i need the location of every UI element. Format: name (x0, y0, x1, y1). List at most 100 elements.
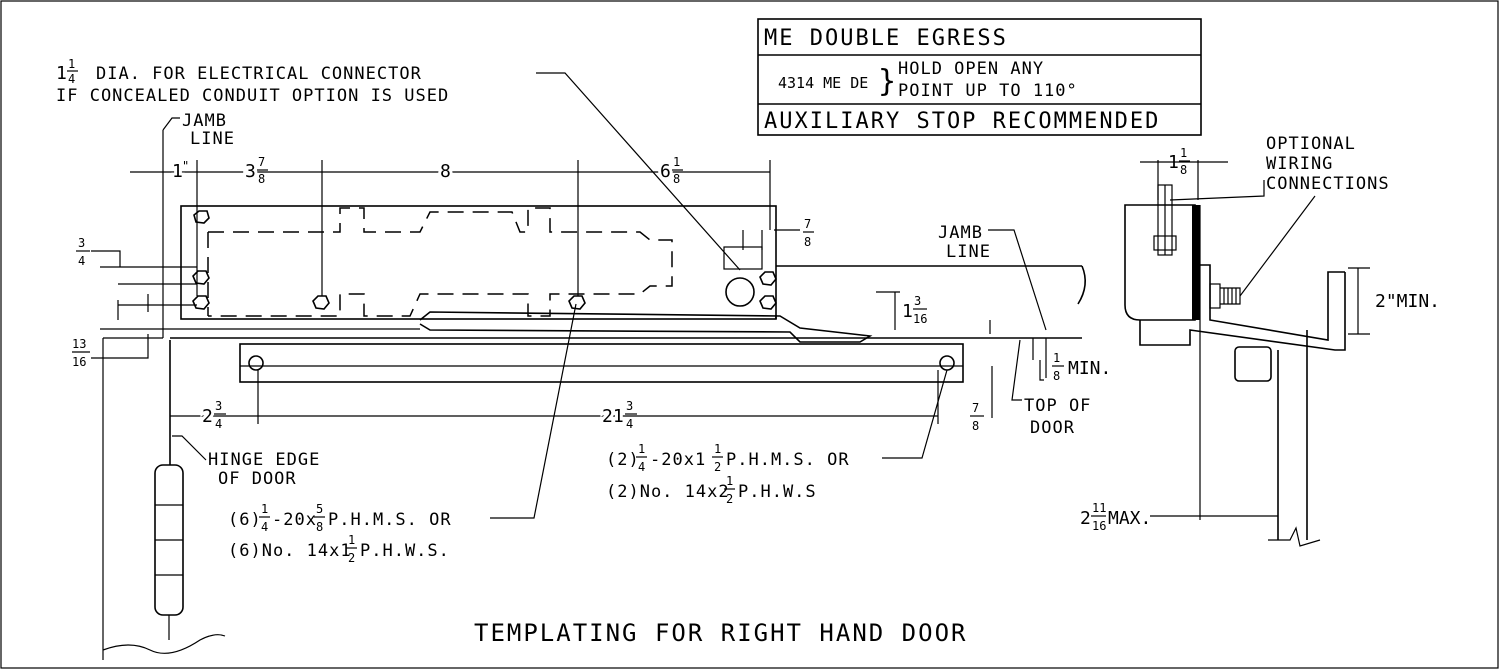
svg-text:(2): (2) (606, 450, 640, 470)
svg-text:1: 1 (673, 155, 680, 169)
title-desc-2: POINT UP TO 110° (898, 81, 1078, 101)
svg-text:1: 1 (172, 161, 183, 182)
title-row3: AUXILIARY STOP RECOMMENDED (764, 109, 1160, 134)
svg-text:P.H.M.S. OR: P.H.M.S. OR (726, 450, 850, 470)
svg-text:1: 1 (56, 63, 67, 84)
svg-text:8: 8 (972, 419, 979, 433)
title-model: 4314 ME DE (778, 74, 868, 92)
svg-text:8: 8 (316, 520, 323, 534)
dim-1-3-16: 1 3 16 (876, 291, 927, 330)
svg-text:4: 4 (626, 417, 633, 431)
screw-note-six: (6) 1 4 -20x 5 8 P.H.M.S. OR (6)No. 14x1… (228, 303, 577, 565)
svg-text:LINE: LINE (946, 242, 991, 262)
electrical-note-line1: DIA. FOR ELECTRICAL CONNECTOR (96, 64, 422, 84)
svg-text:8: 8 (440, 161, 451, 182)
svg-text:11: 11 (1092, 501, 1106, 515)
svg-text:3: 3 (914, 294, 921, 308)
svg-text:CONNECTIONS: CONNECTIONS (1266, 174, 1390, 194)
svg-text:P.H.M.S. OR: P.H.M.S. OR (328, 510, 452, 530)
svg-text:MAX.: MAX. (1108, 508, 1151, 529)
svg-text:3: 3 (245, 161, 256, 182)
svg-text:LINE: LINE (190, 129, 235, 149)
svg-text:16: 16 (1092, 519, 1106, 533)
svg-text:8: 8 (1180, 163, 1187, 177)
footer-title: TEMPLATING FOR RIGHT HAND DOOR (474, 619, 967, 647)
svg-text:HINGE EDGE: HINGE EDGE (208, 450, 320, 470)
svg-text:4: 4 (78, 254, 85, 268)
svg-text:(2)No. 14x2: (2)No. 14x2 (606, 482, 730, 502)
svg-text:4: 4 (68, 72, 75, 86)
svg-text:1: 1 (638, 442, 645, 456)
title-desc-1: HOLD OPEN ANY (898, 59, 1044, 79)
svg-text:1: 1 (261, 502, 268, 516)
svg-text:1: 1 (68, 57, 75, 71)
svg-text:21: 21 (602, 406, 624, 427)
svg-text:3: 3 (78, 236, 85, 250)
svg-text:2: 2 (726, 492, 733, 506)
svg-text:13: 13 (72, 337, 86, 351)
svg-text:8: 8 (258, 172, 265, 186)
svg-text:5: 5 (316, 502, 323, 516)
svg-text:2: 2 (348, 551, 355, 565)
svg-text:TOP OF: TOP OF (1024, 396, 1091, 416)
side-view: 1 1 8 2"MIN. 2 11 16 MAX. OPTIONAL WIRIN (1080, 134, 1440, 547)
svg-text:1: 1 (714, 442, 721, 456)
jamb-line-left: JAMB LINE (162, 111, 235, 338)
svg-text:7: 7 (258, 155, 265, 169)
svg-text:JAMB: JAMB (182, 111, 227, 131)
hinge-edge: HINGE EDGE OF DOOR (102, 337, 320, 660)
svg-text:P.H.W.S: P.H.W.S (738, 482, 817, 502)
bottom-dimensions: 2 3 4 21 3 4 7 8 (170, 366, 993, 433)
svg-text:4: 4 (261, 520, 268, 534)
svg-text:P.H.W.S.: P.H.W.S. (360, 541, 450, 561)
electrical-note-line2: IF CONCEALED CONDUIT OPTION IS USED (56, 86, 449, 106)
svg-text:8: 8 (804, 235, 811, 249)
svg-text:DOOR: DOOR (1030, 418, 1075, 438)
svg-text:1: 1 (1180, 146, 1187, 160)
svg-text:16: 16 (72, 355, 86, 369)
jamb-line-right: JAMB LINE 1 8 MIN. (938, 223, 1111, 383)
svg-text:OF DOOR: OF DOOR (218, 469, 297, 489)
arm-and-door-top (169, 311, 1082, 465)
svg-text:7: 7 (804, 217, 811, 231)
svg-text:3: 3 (626, 399, 633, 413)
electrical-note: 1 1 4 DIA. FOR ELECTRICAL CONNECTOR IF C… (56, 57, 741, 271)
svg-text:-20x1: -20x1 (650, 450, 706, 470)
svg-text:(6): (6) (228, 510, 262, 530)
svg-text:8: 8 (673, 172, 680, 186)
svg-text:2: 2 (1080, 508, 1091, 529)
svg-text:6: 6 (660, 161, 671, 182)
svg-text:3: 3 (215, 399, 222, 413)
svg-text:7: 7 (972, 401, 979, 415)
svg-text:1: 1 (902, 301, 913, 322)
title-row1: ME DOUBLE EGRESS (764, 26, 1008, 51)
title-brace: } (878, 64, 896, 99)
svg-text:OPTIONAL: OPTIONAL (1266, 134, 1356, 154)
svg-text:4: 4 (215, 417, 222, 431)
svg-text:JAMB: JAMB (938, 223, 983, 243)
svg-text:-20x: -20x (272, 510, 317, 530)
left-dimensions: 3 4 13 16 (72, 236, 420, 369)
svg-text:MIN.: MIN. (1068, 358, 1111, 379)
svg-text:WIRING: WIRING (1266, 154, 1333, 174)
top-of-door-note: TOP OF DOOR (1011, 339, 1091, 438)
svg-text:(6)No. 14x1: (6)No. 14x1 (228, 541, 352, 561)
svg-text:1: 1 (348, 533, 355, 547)
svg-text:2: 2 (714, 460, 721, 474)
svg-text:4: 4 (638, 460, 645, 474)
svg-text:8: 8 (1053, 369, 1060, 383)
svg-text:16: 16 (913, 312, 927, 326)
svg-text:1: 1 (726, 474, 733, 488)
svg-text:1: 1 (1168, 152, 1179, 173)
top-dimensions: 1 " 3 7 8 8 6 1 8 (130, 155, 771, 296)
svg-text:2"MIN.: 2"MIN. (1375, 291, 1440, 312)
svg-text:1: 1 (1053, 351, 1060, 365)
svg-text:": " (182, 159, 189, 173)
svg-text:2: 2 (202, 406, 213, 427)
closer-body: 7 8 (180, 205, 1086, 320)
screw-note-two: (2) 1 4 -20x1 1 2 P.H.M.S. OR (2)No. 14x… (606, 369, 948, 506)
title-block: ME DOUBLE EGRESS 4314 ME DE } HOLD OPEN … (757, 18, 1202, 136)
